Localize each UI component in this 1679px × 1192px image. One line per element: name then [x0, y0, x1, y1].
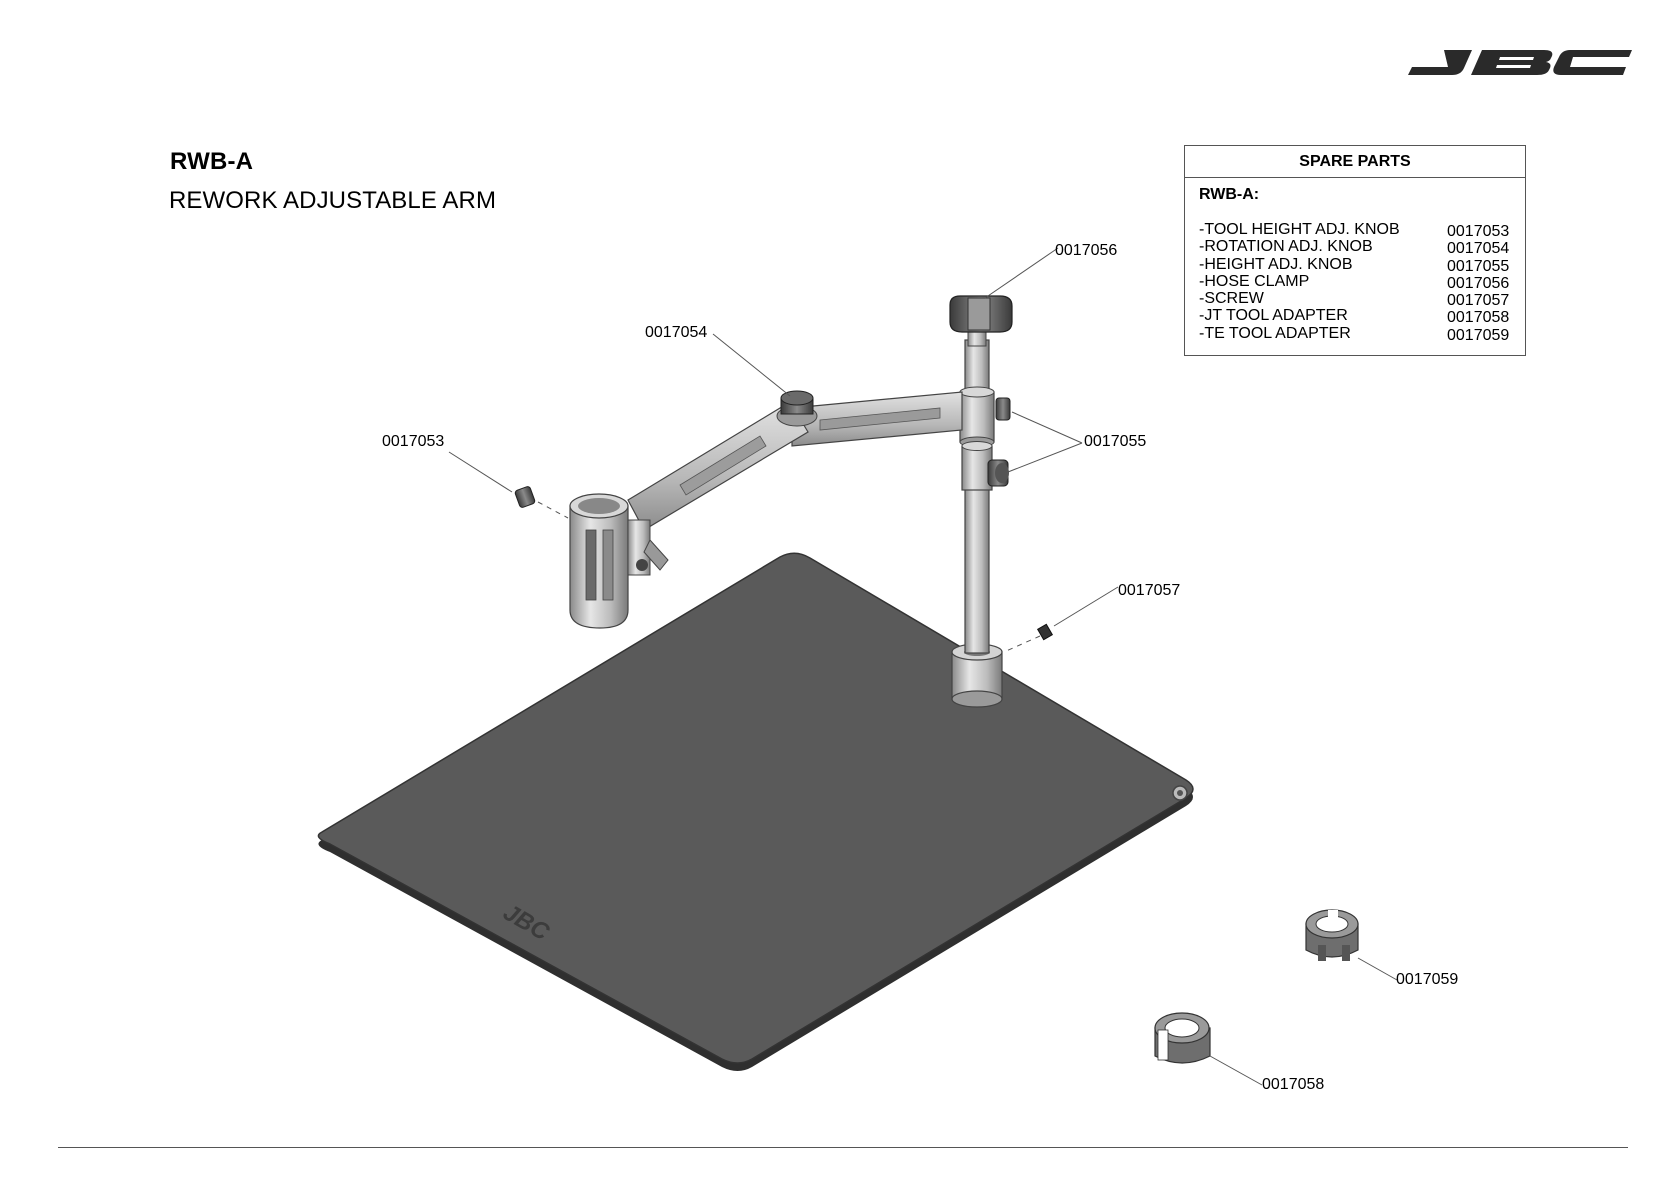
tool-height-adj-knob	[514, 486, 535, 508]
callout-rotation-knob: 0017054	[645, 324, 707, 342]
callout-tool-height-knob: 0017053	[382, 433, 444, 451]
callout-height-knob: 0017055	[1084, 433, 1146, 451]
base-plate: JBC	[318, 553, 1193, 1071]
footer-divider	[58, 1147, 1628, 1148]
jt-tool-adapter	[1155, 1013, 1210, 1063]
height-adj-knob-lower	[988, 460, 1009, 486]
hose-clamp	[950, 296, 1012, 346]
arm-segment-rear	[792, 392, 962, 446]
screw	[1038, 624, 1053, 639]
callout-screw: 0017057	[1118, 582, 1180, 600]
vertical-post	[960, 340, 994, 653]
rotation-adj-knob	[777, 391, 817, 426]
te-tool-adapter	[1306, 910, 1358, 961]
callout-jt-adapter: 0017058	[1262, 1076, 1324, 1094]
height-adj-knob-upper	[996, 398, 1010, 420]
callout-te-adapter: 0017059	[1396, 971, 1458, 989]
callout-hose-clamp: 0017056	[1055, 242, 1117, 260]
